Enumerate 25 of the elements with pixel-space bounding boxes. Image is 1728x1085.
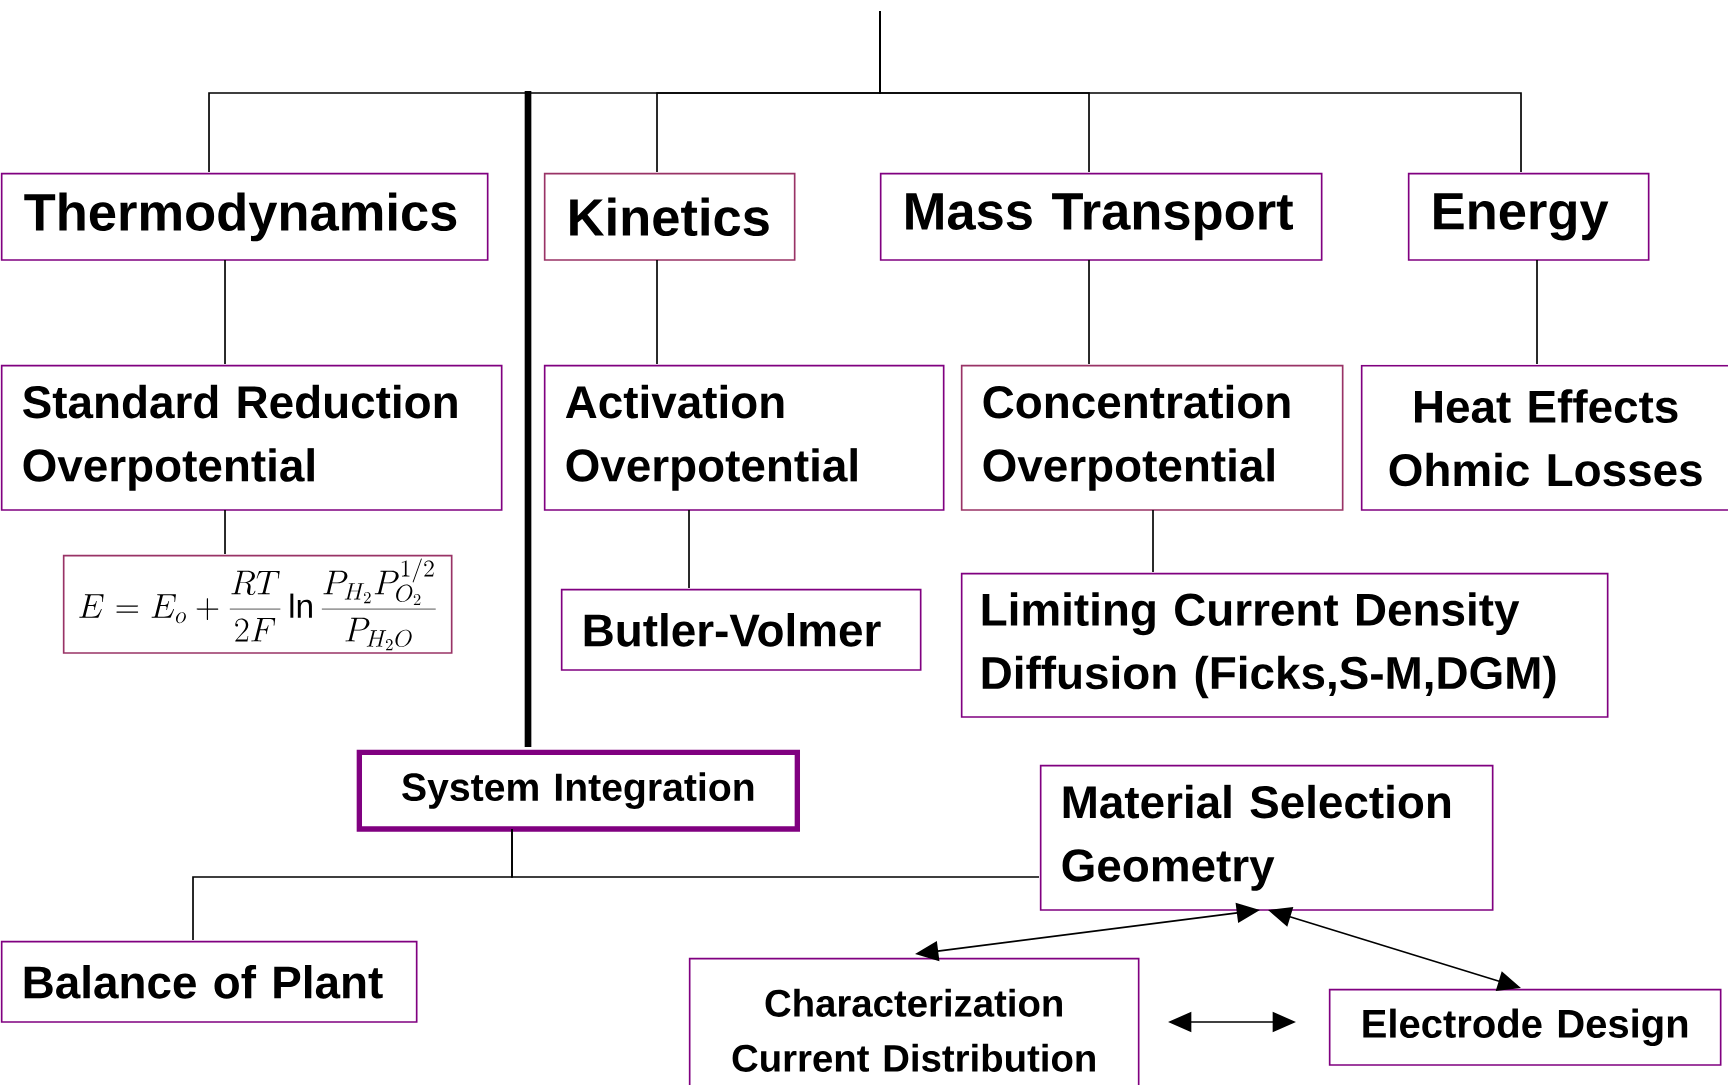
process-box: Heat Effects Ohmic Losses — [1360, 364, 1728, 511]
process-box: Kinetics — [543, 172, 796, 261]
formula-box: $E = E_o + \frac{RT}{2F} \ln \frac{P_{H_2} P_{O_2}^{1/2}}{P_{H_2O}}$ — [62, 554, 453, 654]
process-box: Balance of Plant — [0, 940, 418, 1023]
connector-line — [1152, 509, 1154, 573]
process-box: Mass Transport — [879, 172, 1323, 261]
process-box: Material Selection Geometry — [1039, 764, 1494, 911]
process-box: Concentration Overpotential — [960, 364, 1344, 511]
connector-line — [1088, 259, 1090, 365]
process-box: Activation Overpotential — [543, 364, 945, 511]
process-box: Standard Reduction Overpotential — [0, 364, 503, 511]
process-box: Thermodynamics — [0, 172, 489, 261]
connector-line — [224, 509, 226, 555]
process-box: Characterization Current Distribution — [688, 957, 1140, 1085]
process-box: Butler-Volmer — [560, 588, 922, 671]
connector-line — [688, 509, 690, 589]
process-box: System Integration — [356, 749, 800, 832]
process-box: Limiting Current Density Diffusion (Ficks,S-M,DGM) — [960, 572, 1609, 718]
process-box: Electrode Design — [1328, 988, 1722, 1066]
connector-line — [511, 828, 1040, 878]
connector-line — [879, 10, 1522, 173]
connector-line — [1536, 259, 1538, 365]
connector-line — [656, 259, 658, 365]
process-box: Energy — [1407, 172, 1650, 261]
connector-line — [224, 259, 226, 365]
